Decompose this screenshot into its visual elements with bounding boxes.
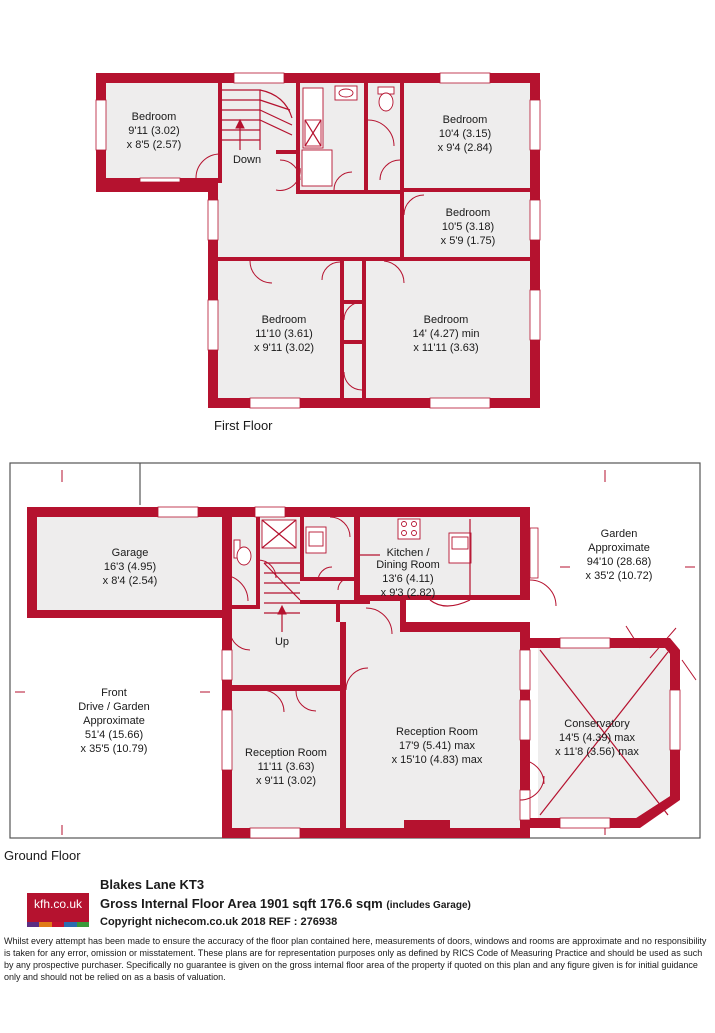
garage-size: 16'3 (4.95): [104, 561, 156, 573]
kitchen-size: 13'6 (4.11): [382, 573, 433, 585]
conservatory-name: Conservatory: [564, 718, 630, 730]
floor-area: Gross Internal Floor Area 1901 sqft 176.…: [100, 896, 471, 911]
bedroom-1-size: 9'11 (3.02): [128, 125, 179, 137]
front-name2: Drive / Garden: [78, 701, 150, 713]
sink-icon: [334, 85, 358, 101]
logo-stripe: [64, 922, 77, 927]
garden-size: 94'10 (28.68): [587, 556, 651, 568]
stairs-down-label: Down: [233, 154, 261, 166]
reception-large-size: 17'9 (5.41) max: [399, 740, 476, 752]
bedroom-5-size2: x 11'11 (3.63): [413, 342, 478, 354]
bedroom-3-size2: x 5'9 (1.75): [441, 235, 496, 247]
kitchen-name2: Dining Room: [376, 559, 440, 571]
garden-size2: x 35'2 (10.72): [586, 570, 653, 582]
logo-color-bar: [27, 922, 90, 927]
logo-stripe: [51, 922, 65, 927]
bath-icon: [302, 87, 324, 149]
front-size2: x 35'5 (10.79): [81, 743, 148, 755]
kitchen-size2: x 9'3 (2.82): [381, 587, 436, 599]
bedroom-2-size: 10'4 (3.15): [439, 128, 491, 140]
stairs-up-label: Up: [275, 636, 289, 648]
reception-large-name: Reception Room: [396, 726, 478, 738]
reception-small-size: 11'11 (3.63): [258, 761, 315, 773]
logo-text: kfh.co.uk: [33, 897, 83, 911]
ground-floor-plan: Garage 16'3 (4.95) x 8'4 (2.54) Kitchen …: [4, 462, 701, 863]
conservatory-size: 14'5 (4.39) max: [559, 732, 636, 744]
bedroom-2-name: Bedroom: [443, 114, 488, 126]
garage-name: Garage: [112, 547, 149, 559]
bedroom-3-size: 10'5 (3.18): [442, 221, 494, 233]
property-address: Blakes Lane KT3: [100, 877, 205, 892]
logo-stripe: [27, 922, 40, 927]
conservatory-size2: x 11'8 (3.56) max: [555, 746, 639, 758]
kitchen-name: Kitchen /: [387, 547, 431, 559]
reception-small-size2: x 9'11 (3.02): [256, 775, 316, 787]
bedroom-4-size2: x 9'11 (3.02): [254, 342, 314, 354]
copyright: Copyright nichecom.co.uk 2018 REF : 2769…: [100, 916, 338, 928]
front-name3: Approximate: [83, 715, 145, 727]
staircase-icon: [222, 89, 293, 150]
toilet-icon: [377, 86, 395, 112]
front-name: Front: [101, 687, 127, 699]
reception-large-size2: x 15'10 (4.83) max: [392, 754, 483, 766]
bedroom-4-size: 11'10 (3.61): [255, 328, 313, 340]
floor-area-note: (includes Garage): [386, 900, 471, 911]
front-size: 51'4 (15.66): [85, 729, 143, 741]
bedroom-4-name: Bedroom: [262, 314, 307, 326]
logo-stripe: [39, 922, 52, 927]
toilet-icon: [233, 539, 252, 566]
door-swing-icon: [221, 516, 697, 801]
floor-area-text: Gross Internal Floor Area 1901 sqft 176.…: [100, 896, 383, 911]
first-floor-plan: Bedroom 9'11 (3.02) x 8'5 (2.57) Bedroom…: [95, 72, 541, 433]
bedroom-5-name: Bedroom: [424, 314, 469, 326]
door-swing-icon: [195, 119, 425, 391]
hob-icon: [397, 518, 421, 540]
cupboard-icon: [301, 149, 333, 187]
garden-name2: Approximate: [588, 542, 650, 554]
garden-name: Garden: [601, 528, 638, 540]
first-floor-label: First Floor: [214, 418, 273, 433]
utility-sink-icon: [305, 526, 327, 554]
kfh-logo: kfh.co.uk: [27, 893, 90, 927]
staircase-icon: [263, 562, 301, 632]
bedroom-1-size2: x 8'5 (2.57): [127, 139, 182, 151]
kitchen-sink-icon: [448, 532, 472, 564]
disclaimer: Whilst every attempt has been made to en…: [4, 936, 707, 982]
bedroom-3-name: Bedroom: [446, 207, 491, 219]
reception-small-name: Reception Room: [245, 747, 327, 759]
bedroom-5-size: 14' (4.27) min: [413, 328, 480, 340]
bedroom-2-size2: x 9'4 (2.84): [438, 142, 493, 154]
bedroom-1-name: Bedroom: [132, 111, 177, 123]
logo-stripe: [76, 922, 90, 927]
garage-size2: x 8'4 (2.54): [103, 575, 158, 587]
shower-icon: [261, 519, 297, 549]
ground-floor-label: Ground Floor: [4, 848, 81, 863]
